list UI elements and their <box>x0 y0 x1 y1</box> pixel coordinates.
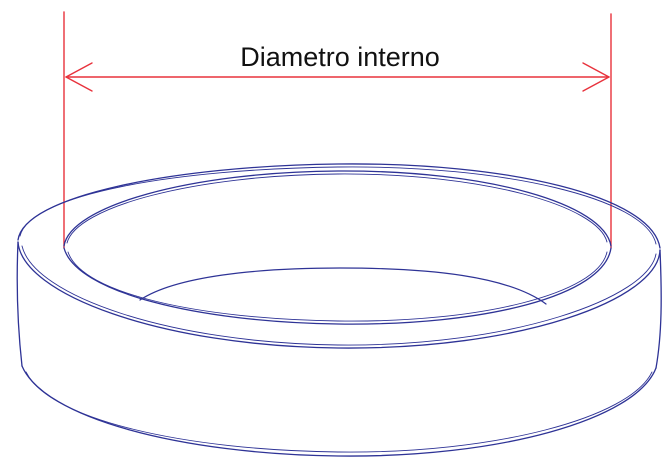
inner-rim-front <box>63 247 612 325</box>
dimension-label: Diametro interno <box>240 42 440 72</box>
ring-sketch <box>16 163 662 457</box>
outer-rim-front <box>17 241 661 349</box>
outer-wall-left <box>16 241 23 367</box>
outer-wall-right <box>655 249 662 369</box>
inner-bottom-edge <box>139 267 547 305</box>
left-arrowhead <box>65 62 93 92</box>
outer-bottom-edge-stroke2 <box>25 371 653 453</box>
inner-rim-top <box>63 170 612 247</box>
inner-rim-front-stroke2 <box>67 251 608 322</box>
outer-rim-top-stroke2 <box>19 166 657 245</box>
outer-rim-top <box>17 163 661 249</box>
dimension-annotation <box>63 11 612 249</box>
outer-bottom-edge <box>21 365 657 457</box>
inner-rim-top-stroke2 <box>66 173 608 244</box>
right-arrowhead <box>582 62 610 92</box>
outer-rim-front-stroke2 <box>21 245 657 346</box>
